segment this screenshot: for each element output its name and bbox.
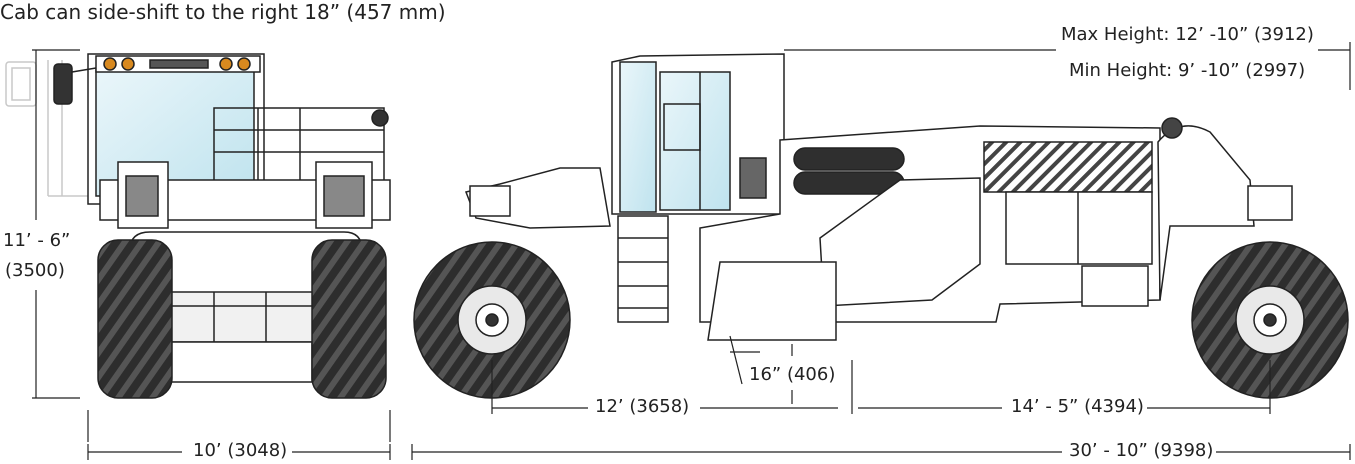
- front-width-label: 10’ (3048): [190, 442, 291, 460]
- side-view: [413, 53, 1349, 399]
- front-height-ft-label: 11’ - 6”: [0, 232, 74, 250]
- rear-wheelbase-label: 14’ - 5” (4394): [1008, 398, 1147, 416]
- front-wheelbase-label: 12’ (3658): [592, 398, 693, 416]
- max-height-label: Max Height: 12’ -10” (3912): [1058, 26, 1317, 44]
- drum-height-label: 16” (406): [746, 366, 839, 384]
- side-shift-note: Cab can side-shift to the right 18” (457…: [0, 0, 446, 24]
- min-height-label: Min Height: 9’ -10” (2997): [1066, 62, 1309, 80]
- dimension-lines: [32, 42, 1351, 460]
- front-view: [5, 53, 391, 399]
- overall-length-label: 30’ - 10” (9398): [1066, 442, 1217, 460]
- front-height-mm-label: (3500): [2, 262, 68, 280]
- cab-shift-ghost-outline: [5, 60, 100, 197]
